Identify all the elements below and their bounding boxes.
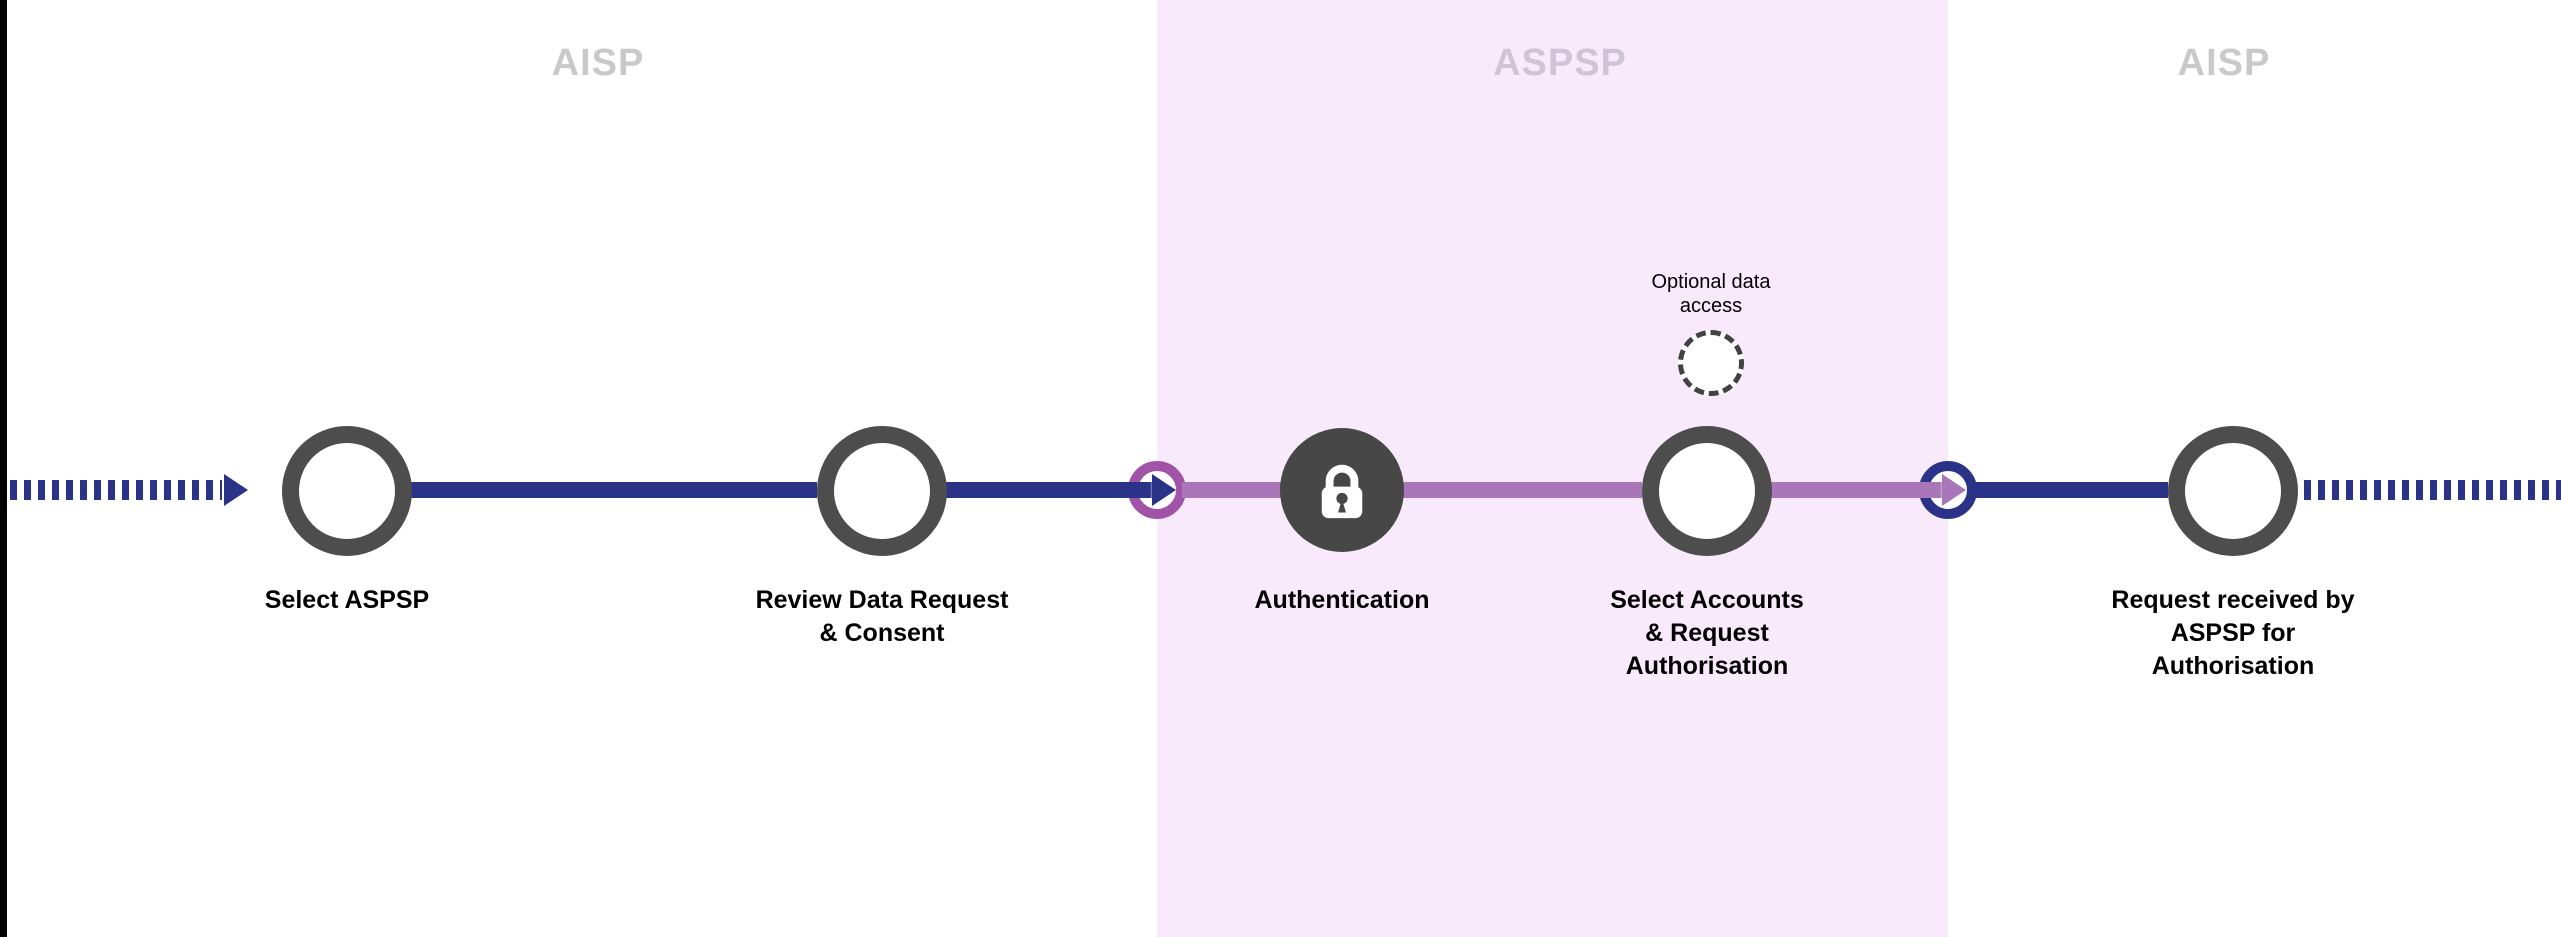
step-node-review-data-request	[817, 426, 947, 556]
step-label-authentication: Authentication	[1254, 586, 1430, 614]
connector-handoff-to-authentication	[1182, 482, 1282, 498]
connector-review-to-handoff	[946, 482, 1152, 498]
handoff-arrow-right-icon-navy	[1152, 474, 1176, 506]
lane-label-aspsp: ASPSP	[1493, 42, 1627, 84]
flow-entry-arrow-right-icon	[224, 474, 248, 506]
connector-select-to-review	[411, 482, 817, 498]
flow-exit-dashed-line	[2290, 480, 2561, 500]
step-node-authentication	[1280, 428, 1404, 552]
step-node-request-received	[2168, 426, 2298, 556]
aspsp-lane-band	[1157, 0, 1948, 937]
connector-authentication-to-accounts	[1402, 482, 1642, 498]
lock-icon	[1306, 454, 1378, 526]
step-node-select-aspsp	[282, 426, 412, 556]
flow-entry-dashed-line	[10, 480, 222, 500]
step-label-select-accounts: Select Accounts & Request Authorisation	[1610, 586, 1804, 680]
step-label-select-aspsp: Select ASPSP	[264, 586, 430, 614]
step-node-select-accounts	[1642, 426, 1772, 556]
optional-data-access-label: Optional data access	[1651, 271, 1771, 317]
lane-label-aisp-left: AISP	[551, 42, 645, 84]
step-label-review-data-request: Review Data Request & Consent	[755, 586, 1009, 647]
left-edge-rule	[0, 0, 7, 937]
lane-label-aisp-right: AISP	[2177, 42, 2271, 84]
connector-handoff-to-request	[1975, 482, 2168, 498]
optional-data-access-dotted-circle-icon	[1678, 330, 1744, 396]
connector-accounts-to-handoff	[1771, 482, 1942, 498]
handoff-arrow-right-icon-purple	[1942, 474, 1966, 506]
step-label-request-received: Request received by ASPSP for Authorisat…	[2111, 586, 2355, 680]
